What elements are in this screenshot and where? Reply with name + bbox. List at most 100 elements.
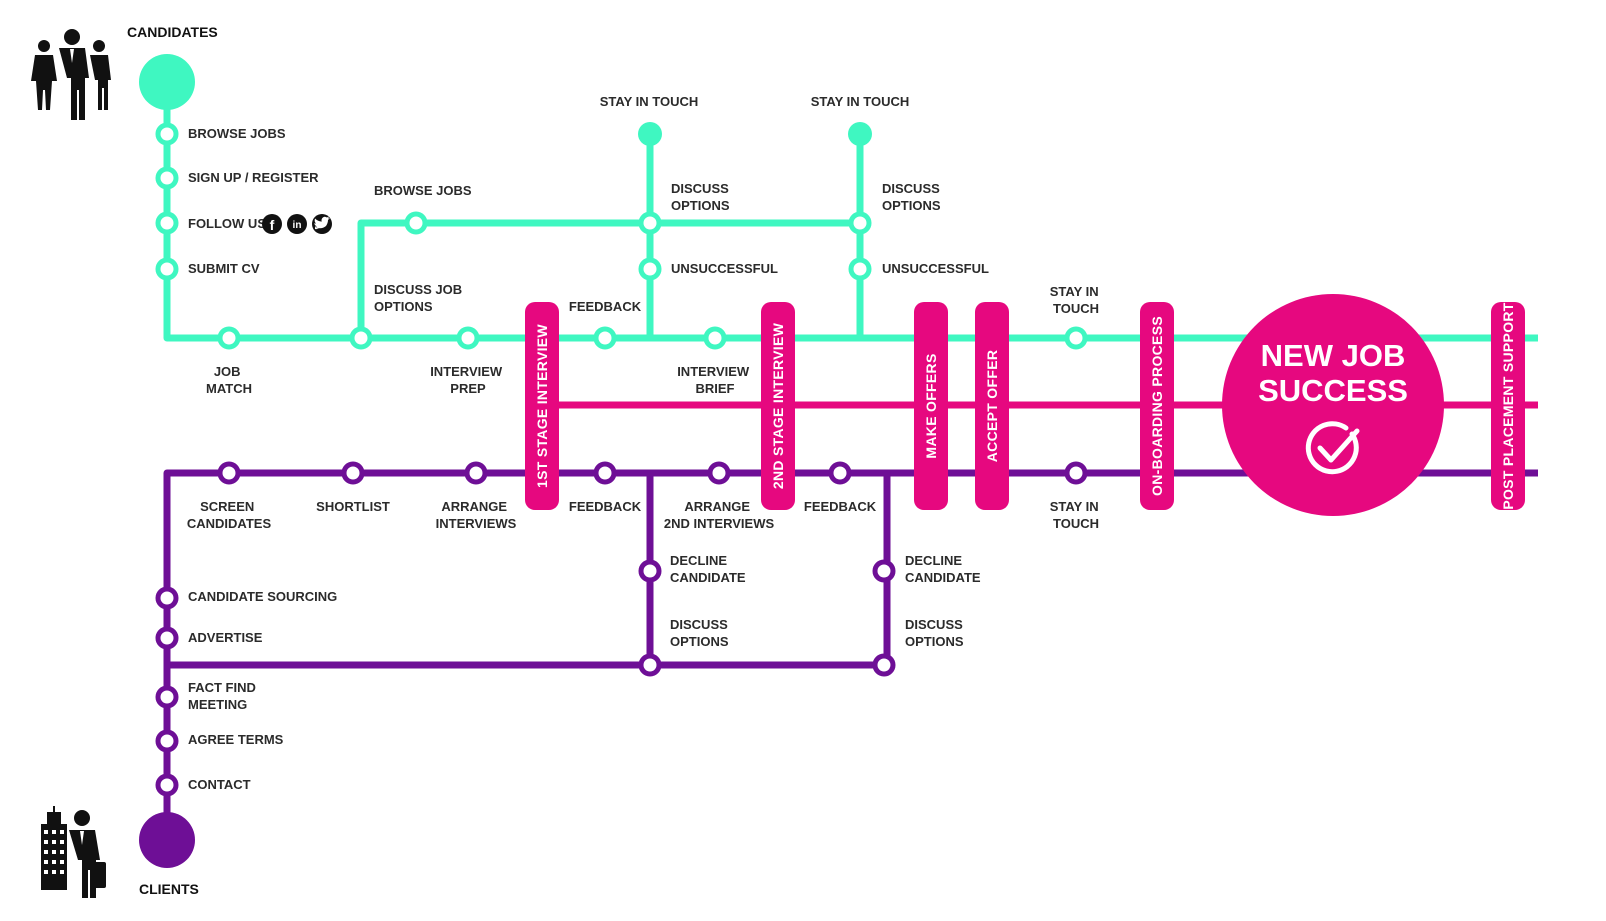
success-line-1: NEW JOB xyxy=(1261,338,1406,373)
label-discuss-options-2: DISCUSS OPTIONS xyxy=(882,181,943,213)
candidates-people-icon xyxy=(31,29,111,120)
label-candidate-sourcing: CANDIDATE SOURCING xyxy=(188,589,337,604)
station-interview-brief xyxy=(703,326,727,350)
candidate-stations xyxy=(155,122,1088,350)
station-arrange-2nd-interviews xyxy=(707,461,731,485)
label-fact-find: FACT FIND MEETING xyxy=(188,680,260,712)
accept-offer-pill xyxy=(975,302,1009,510)
clients-label: CLIENTS xyxy=(139,881,199,897)
station-browse-jobs xyxy=(155,122,179,146)
clients-building-icon xyxy=(41,806,67,890)
client-line-main xyxy=(163,469,1538,838)
candidate-line-branch xyxy=(357,219,860,338)
label-client-stay-in-touch: STAY IN TOUCH xyxy=(1050,499,1103,531)
label-shortlist: SHORTLIST xyxy=(316,499,390,514)
label-unsuccessful-1: UNSUCCESSFUL xyxy=(671,261,778,276)
label-job-match: JOB MATCH xyxy=(206,364,252,396)
label-feedback: FEEDBACK xyxy=(569,299,642,314)
station-stay-in-touch-1 xyxy=(638,122,662,146)
label-browse-jobs-branch: BROWSE JOBS xyxy=(374,183,472,198)
station-client-feedback-1 xyxy=(593,461,617,485)
label-client-discuss-options-1: DISCUSS OPTIONS xyxy=(670,617,731,649)
station-decline-candidate-1 xyxy=(638,559,662,583)
station-feedback xyxy=(593,326,617,350)
station-advertise xyxy=(155,626,179,650)
onboarding-pill xyxy=(1140,302,1174,510)
station-unsuccessful-2 xyxy=(848,257,872,281)
make-offers-label: MAKE OFFERS xyxy=(923,353,939,458)
new-job-success: NEW JOB SUCCESS xyxy=(1222,294,1444,516)
station-stay-in-touch-3 xyxy=(1064,326,1088,350)
station-arrange-interviews xyxy=(464,461,488,485)
label-stay-in-touch-1: STAY IN TOUCH xyxy=(600,94,698,109)
station-job-match xyxy=(217,326,241,350)
label-decline-candidate-1: DECLINE CANDIDATE xyxy=(670,553,746,585)
social-icons: f in xyxy=(262,214,332,234)
client-labels: CONTACT AGREE TERMS FACT FIND MEETING AD… xyxy=(187,499,1103,792)
station-interview-prep xyxy=(456,326,480,350)
linkedin-icon[interactable]: in xyxy=(287,214,307,234)
first-stage-interview-pill xyxy=(525,302,559,510)
label-interview-brief: INTERVIEW BRIEF xyxy=(677,364,753,396)
station-follow-us xyxy=(155,211,179,235)
post-placement-pill xyxy=(1491,302,1525,510)
station-client-stay-in-touch xyxy=(1064,461,1088,485)
candidate-labels: BROWSE JOBS SIGN UP / REGISTER FOLLOW US… xyxy=(188,94,1103,396)
candidates-label: CANDIDATES xyxy=(127,24,218,40)
label-contact: CONTACT xyxy=(188,777,251,792)
success-line-2: SUCCESS xyxy=(1258,373,1408,408)
second-stage-interview-pill xyxy=(761,302,795,510)
post-placement-label: POST PLACEMENT SUPPORT xyxy=(1500,302,1516,509)
station-agree-terms xyxy=(155,729,179,753)
label-client-discuss-options-2: DISCUSS OPTIONS xyxy=(905,617,966,649)
label-stay-in-touch-2: STAY IN TOUCH xyxy=(811,94,909,109)
client-stations xyxy=(155,461,1088,797)
station-discuss-options-1 xyxy=(638,211,662,235)
label-stay-in-touch-3: STAY IN TOUCH xyxy=(1050,284,1103,316)
check-circle-icon xyxy=(1305,421,1360,475)
success-circle xyxy=(1222,294,1444,516)
first-stage-interview-label: 1ST STAGE INTERVIEW xyxy=(534,324,550,488)
label-follow-us: FOLLOW US xyxy=(188,216,266,231)
station-stay-in-touch-2 xyxy=(848,122,872,146)
label-client-feedback-1: FEEDBACK xyxy=(569,499,642,514)
station-client-discuss-options-1 xyxy=(638,653,662,677)
label-submit-cv: SUBMIT CV xyxy=(188,261,260,276)
svg-text:in: in xyxy=(293,220,302,231)
label-discuss-job-options: DISCUSS JOB OPTIONS xyxy=(374,282,466,314)
accept-offer-label: ACCEPT OFFER xyxy=(984,350,1000,463)
station-client-discuss-options-2 xyxy=(872,653,896,677)
station-sign-up xyxy=(155,166,179,190)
label-advertise: ADVERTISE xyxy=(188,630,263,645)
label-arrange-interviews: ARRANGE INTERVIEWS xyxy=(436,499,517,531)
twitter-icon[interactable] xyxy=(312,214,332,234)
label-decline-candidate-2: DECLINE CANDIDATE xyxy=(905,553,981,585)
label-unsuccessful-2: UNSUCCESSFUL xyxy=(882,261,989,276)
station-shortlist xyxy=(341,461,365,485)
station-contact xyxy=(155,773,179,797)
station-discuss-job-options xyxy=(349,326,373,350)
label-agree-terms: AGREE TERMS xyxy=(188,732,284,747)
station-decline-candidate-2 xyxy=(872,559,896,583)
station-screen-candidates xyxy=(217,461,241,485)
client-line xyxy=(163,469,1538,838)
clients-businessman-icon xyxy=(69,810,106,898)
svg-text:f: f xyxy=(270,217,275,233)
candidates-terminal xyxy=(139,54,195,110)
label-arrange-2nd-interviews: ARRANGE 2ND INTERVIEWS xyxy=(664,499,775,531)
label-screen-candidates: SCREEN CANDIDATES xyxy=(187,499,272,531)
station-fact-find xyxy=(155,685,179,709)
facebook-icon[interactable]: f xyxy=(262,214,282,234)
label-browse-jobs: BROWSE JOBS xyxy=(188,126,286,141)
clients-terminal xyxy=(139,812,195,868)
label-discuss-options-1: DISCUSS OPTIONS xyxy=(671,181,732,213)
station-discuss-options-2 xyxy=(848,211,872,235)
label-interview-prep: INTERVIEW PREP xyxy=(430,364,506,396)
station-unsuccessful-1 xyxy=(638,257,662,281)
onboarding-label: ON-BOARDING PROCESS xyxy=(1149,316,1165,496)
station-candidate-sourcing xyxy=(155,586,179,610)
make-offers-pill xyxy=(914,302,948,510)
station-client-feedback-2 xyxy=(828,461,852,485)
label-sign-up: SIGN UP / REGISTER xyxy=(188,170,319,185)
